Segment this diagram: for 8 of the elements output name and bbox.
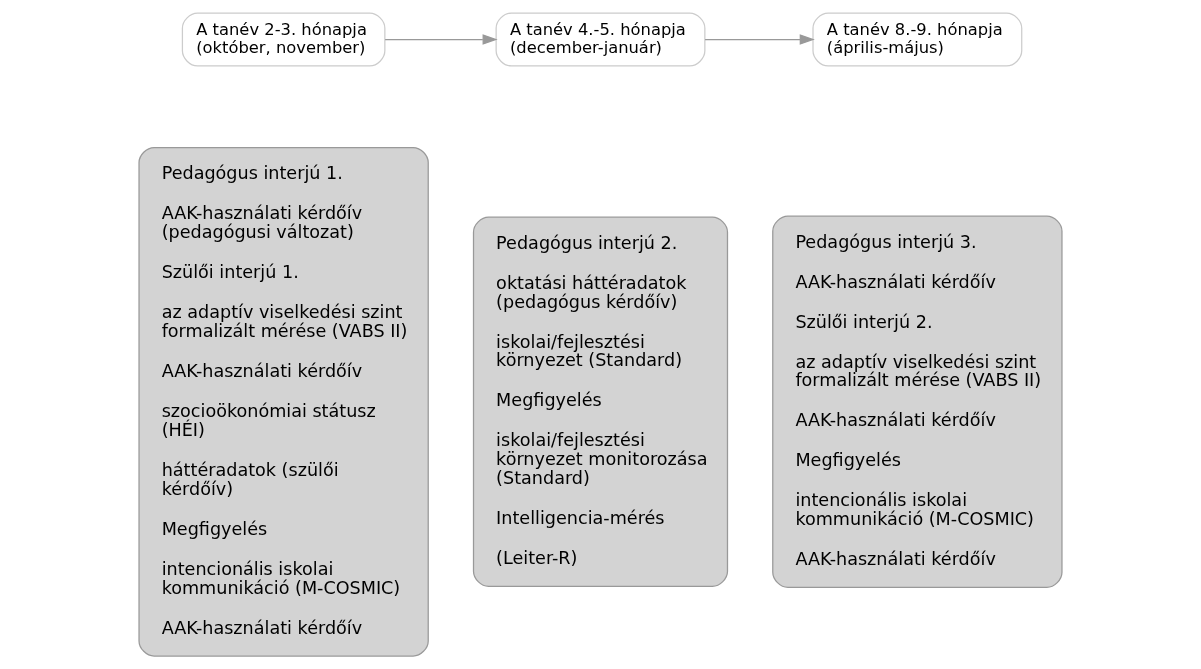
arrow [704, 34, 815, 45]
arrow [384, 34, 498, 45]
node-box: A tanév 8.-9. hónapja (április-május) [812, 12, 1023, 67]
node-box: A tanév 4.-5. hónapja (december-január) [495, 12, 706, 67]
node-box: Pedagógus interjú 1. AAK-használati kérdőív (pedagógusi változat) Szülői interjú 1. az adaptív viselkedési szint formalizált mérése (VABS II) AAK-használati kérdőív szocioökonómiai státusz (HÉI) háttéradatok (szülői kérdőív) Megfigyelés intencionális iskolai kommunikáció (M-COSMIC) AAK-használati kérdőív [138, 146, 429, 657]
node-box: Pedagógus interjú 2. oktatási háttéradatok (pedagógus kérdőív) iskolai/fejlesztési környezet (Standard) Megfigyelés iskolai/fejlesztési környezet monitorozása (Standard) Intelligencia-mérés (Leiter-R) [472, 216, 729, 587]
node-box: A tanév 2-3. hónapja (október, november) [181, 12, 386, 67]
node-box: Pedagógus interjú 3. AAK-használati kérdőív Szülői interjú 2. az adaptív viselkedési szint formalizált mérése (VABS II) AAK-használati kérdőív Megfigyelés intencionális iskolai kommunikáció (M-COSMIC) AAK-használati kérdőív [772, 215, 1063, 588]
